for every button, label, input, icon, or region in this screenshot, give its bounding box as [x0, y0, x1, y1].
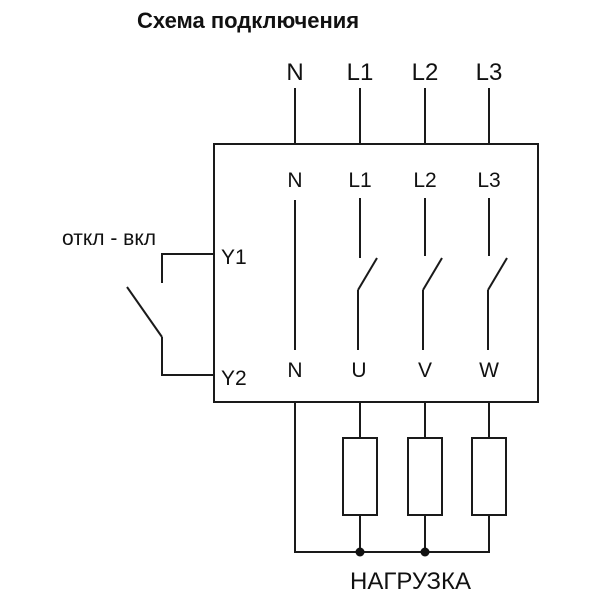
- output-label-u: U: [351, 359, 366, 382]
- control-switch: [126, 253, 214, 376]
- supply-label-l3: L3: [476, 59, 503, 86]
- device-box: [213, 143, 539, 403]
- output-label-n: N: [287, 359, 302, 382]
- load-resistor-1: [342, 437, 378, 516]
- diagram-title: Схема подключения: [137, 8, 359, 33]
- supply-label-l2: L2: [412, 59, 439, 86]
- supply-label-n: N: [286, 59, 303, 86]
- load-resistor-3: [471, 437, 507, 516]
- load-resistor-2: [407, 437, 443, 516]
- contact-l2: [422, 198, 443, 350]
- control-label-y2: Y2: [221, 367, 247, 390]
- contact-l3: [487, 198, 508, 350]
- supply-label-l1: L1: [347, 59, 374, 86]
- input-label-l2: L2: [413, 169, 436, 192]
- contact-l1: [357, 198, 378, 350]
- input-label-l3: L3: [477, 169, 500, 192]
- junction-dot: [420, 547, 430, 557]
- output-label-w: W: [479, 359, 499, 382]
- control-switch-label: откл - вкл: [62, 227, 156, 250]
- input-label-n: N: [287, 169, 302, 192]
- output-label-v: V: [418, 359, 432, 382]
- junction-dot: [355, 547, 365, 557]
- control-label-y1: Y1: [221, 246, 247, 269]
- load-label: НАГРУЗКА: [350, 568, 471, 595]
- input-label-l1: L1: [348, 169, 371, 192]
